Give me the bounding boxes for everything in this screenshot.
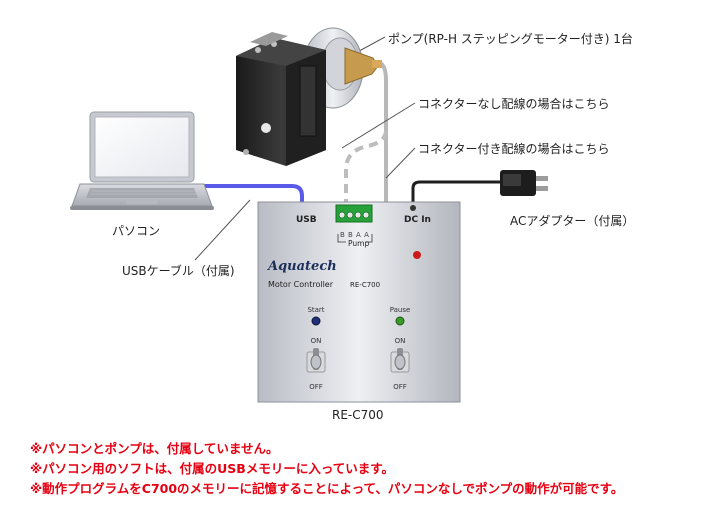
ac-adapter-cable (411, 180, 502, 204)
usb-cable (196, 184, 304, 204)
usb-cable-label: USBケーブル（付属) (122, 264, 235, 278)
start-switch-on-label: ON (311, 337, 322, 345)
controller-model-caption: RE-C700 (332, 408, 384, 422)
controller-box (257, 201, 461, 403)
laptop (70, 111, 214, 210)
motor-controller-label: Motor Controller (268, 280, 334, 289)
with-connector-label: コネクター付き配線の場合はこちら (418, 142, 610, 156)
controller-model-label: RE-C700 (350, 281, 380, 289)
ac-adapter-label: ACアダプター（付属） (510, 214, 635, 228)
with-connector-leader-line (385, 147, 416, 179)
pause-switch-off-label: OFF (393, 383, 407, 391)
pause-label: Pause (390, 306, 411, 314)
usb-cable-leader-line (194, 199, 251, 261)
ac-adapter (500, 170, 548, 196)
note-3: ※動作プログラムをC700のメモリーに記憶することによって、パソコンなしでポンプ… (30, 481, 624, 496)
start-switch-off-label: OFF (309, 383, 323, 391)
dc-in-label: DC In (404, 215, 431, 225)
usb-port-label: USB (296, 215, 317, 225)
note-1: ※パソコンとポンプは、付属していません。 (30, 441, 279, 456)
note-2: ※パソコン用のソフトは、付属のUSBメモリーに入っています。 (30, 461, 394, 476)
pause-switch-on-label: ON (395, 337, 406, 345)
no-connector-leader-line (341, 102, 416, 149)
pump (236, 27, 382, 166)
start-label: Start (307, 306, 324, 314)
pc-label: パソコン (112, 224, 161, 238)
pin-labels: B B A A (340, 231, 369, 239)
pump-label: ポンプ(RP-H ステッピングモーター付き) 1台 (388, 32, 633, 46)
brand-logo: Aquatech (266, 259, 337, 274)
pump-port-label: Pump (348, 239, 369, 248)
dashed-cable (344, 129, 388, 208)
no-connector-label: コネクターなし配線の場合はこちら (418, 97, 610, 111)
